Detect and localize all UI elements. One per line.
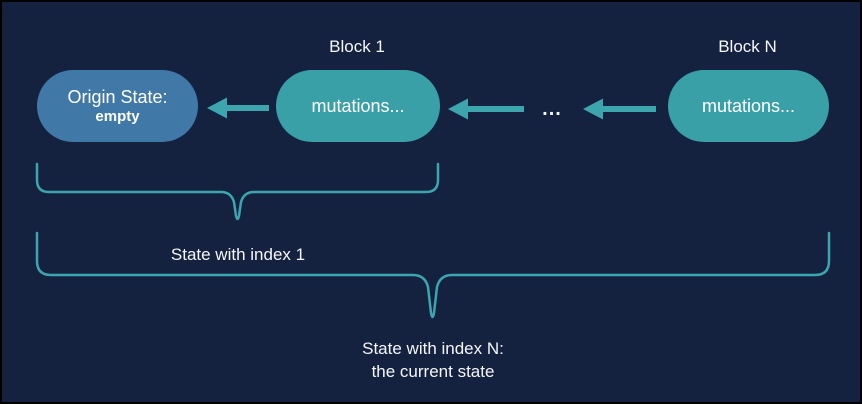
curly-brace-large-icon [35, 231, 831, 319]
origin-state-node: Origin State: empty [37, 70, 198, 142]
block-1-content: mutations... [311, 95, 405, 116]
block-n-node: mutations... [668, 70, 829, 142]
ellipsis-text: ... [542, 98, 562, 120]
curly-brace-small-icon [35, 162, 440, 221]
state-index-n-caption-line1: State with index N: [362, 339, 504, 358]
arrow-left-icon [207, 97, 269, 119]
state-index-n-caption: State with index N: the current state [233, 337, 633, 383]
arrow-left-icon [448, 98, 524, 120]
block-1-node: mutations... [276, 70, 440, 142]
state-index-n-caption-line2: the current state [371, 362, 495, 381]
block-n-label: Block N [718, 37, 777, 56]
state-index-1-caption: State with index 1 [170, 245, 306, 264]
block-n-content: mutations... [701, 95, 796, 116]
block-1-label: Block 1 [329, 37, 385, 56]
origin-state-title: Origin State: [67, 87, 168, 107]
origin-state-value: empty [95, 108, 140, 125]
arrow-left-icon [583, 98, 656, 120]
